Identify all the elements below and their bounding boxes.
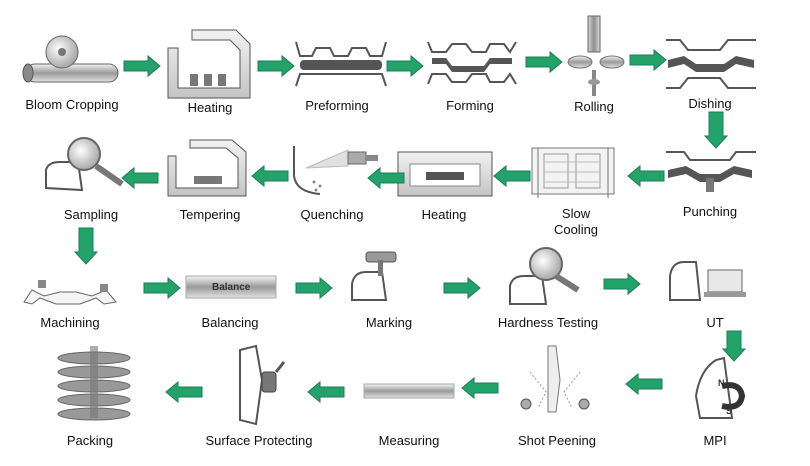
step-label-bloom-cropping: Bloom Cropping [25, 97, 119, 112]
arrow-slow-cooling-to-heating [493, 164, 531, 188]
tempering-furnace-illustration [167, 139, 247, 197]
step-label-packing: Packing [66, 433, 114, 448]
mpi-letter-s: S [726, 406, 732, 416]
quenching-illustration [293, 146, 378, 195]
surface-protecting-illustration [239, 344, 286, 426]
step-label-mpi: MPI [703, 433, 727, 448]
step-label-punching: Punching [682, 204, 738, 219]
arrow-machining-to-balancing [143, 276, 181, 300]
step-label-sampling: Sampling [63, 207, 119, 222]
shot-peening-illustration [520, 345, 590, 413]
slow-cooling-rack-illustration [531, 147, 615, 198]
arrow-tempering-to-sampling [121, 166, 159, 190]
arrow-ut-to-mpi [721, 330, 747, 362]
arrow-sampling-to-machining [73, 227, 99, 265]
sampling-illustration [45, 137, 124, 192]
step-label-ut: UT [706, 315, 724, 330]
arrow-surface-to-packing [165, 380, 203, 404]
arrow-marking-to-hardness [443, 276, 481, 300]
step-label-tempering: Tempering [179, 207, 241, 222]
punching-illustration [666, 151, 756, 192]
ut-illustration [669, 261, 746, 301]
step-label-hardness-testing: Hardness Testing [497, 315, 599, 330]
arrow-forming-to-rolling [525, 50, 563, 74]
step-label-forming: Forming [446, 98, 494, 113]
arrow-quenching-to-tempering [251, 164, 289, 188]
step-label-machining: Machining [40, 315, 100, 330]
arrow-rolling-to-dishing [629, 48, 667, 72]
flow-arrows [73, 48, 747, 404]
measuring-illustration [363, 383, 455, 399]
arrow-measuring-to-surface [307, 380, 345, 404]
mpi-letter-n: N [718, 378, 725, 388]
packing-illustration [57, 346, 131, 421]
step-label-heating-2: Heating [421, 207, 467, 222]
machining-illustration [23, 280, 117, 305]
heating-furnace-2-illustration [397, 151, 493, 197]
preforming-illustration [295, 41, 387, 87]
step-label-balancing: Balancing [201, 315, 259, 330]
dishing-illustration [666, 39, 756, 89]
step-label-preforming: Preforming [305, 98, 369, 113]
step-label-surface-protecting: Surface Protecting [205, 433, 313, 448]
step-label-measuring: Measuring [378, 433, 440, 448]
bloom-cropping-illustration [22, 35, 119, 83]
step-label-quenching: Quenching [300, 207, 364, 222]
marking-illustration [351, 251, 397, 301]
arrow-dishing-to-punching [703, 111, 729, 149]
forming-illustration [427, 41, 517, 85]
arrow-mpi-to-shot-peening [625, 372, 663, 396]
rolling-illustration [567, 15, 625, 96]
hardness-testing-illustration [509, 247, 580, 305]
balancing-illustration [185, 275, 277, 299]
step-label-marking: Marking [365, 315, 413, 330]
arrow-bloom-to-heating [123, 54, 161, 78]
step-label-heating: Heating [187, 100, 233, 115]
arrow-heating-to-quenching [367, 166, 405, 190]
arrow-punching-to-slow-cooling [627, 164, 665, 188]
step-label-dishing: Dishing [688, 96, 732, 111]
arrow-heating-to-preforming [257, 54, 295, 78]
balance-text: Balance [212, 282, 251, 293]
arrow-balancing-to-marking [295, 276, 333, 300]
step-label-rolling: Rolling [574, 99, 614, 114]
step-label-shot-peening: Shot Peening [517, 433, 597, 448]
heating-furnace-illustration [167, 29, 251, 99]
arrow-shot-peening-to-measuring [461, 376, 499, 400]
mpi-illustration [694, 356, 746, 419]
arrow-hardness-to-ut [603, 272, 641, 296]
arrow-preforming-to-forming [386, 54, 424, 78]
step-label-slow-cooling: Slow Cooling [553, 206, 599, 237]
